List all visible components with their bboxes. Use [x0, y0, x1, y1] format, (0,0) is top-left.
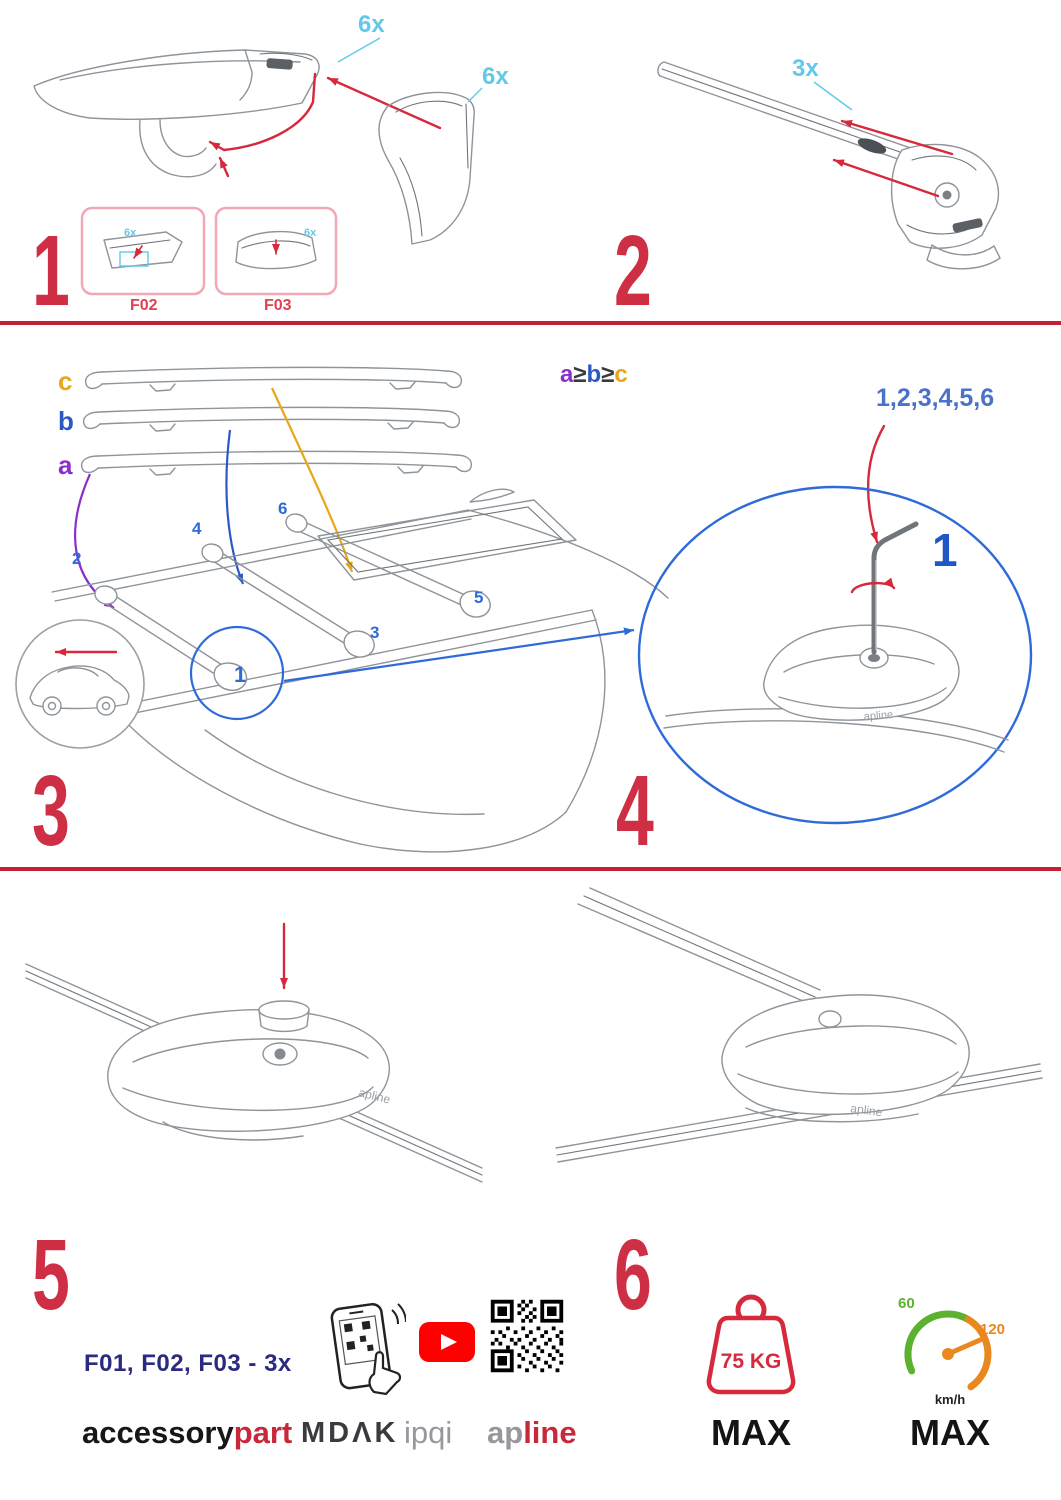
bar-label-c: c [58, 366, 72, 396]
scan-qr-phone-icon [330, 1302, 406, 1396]
mounted-bar-rear [285, 513, 491, 618]
zoom-pointer-arrow [283, 627, 635, 683]
slide-arrow-1 [840, 119, 954, 156]
bar-label-a: a [58, 450, 73, 480]
crossbar-b [82, 406, 461, 432]
step-2-number: 2 [614, 215, 652, 327]
youtube-icon [419, 1322, 475, 1362]
first-position-label: 1 [932, 524, 958, 576]
step-5-number: 5 [32, 1219, 70, 1331]
speed-unit: km/h [935, 1392, 965, 1407]
crossbar [657, 61, 923, 167]
part-box-f03: 6x [214, 206, 338, 296]
position-1: 1 [234, 662, 246, 687]
box1-label: F02 [130, 297, 158, 313]
step-1-number: 1 [32, 215, 70, 327]
max-speed-icon: 60 120 km/h [898, 1295, 1005, 1407]
step1-illustration: 6x 6x 6x F02 6x F03 [33, 11, 509, 313]
tightening-sequence: 1,2,3,4,5,6 [876, 384, 994, 412]
speed-high: 120 [980, 1321, 1005, 1338]
brand-ap-text: ap [487, 1415, 524, 1450]
brand-part-text: part [233, 1415, 293, 1450]
section-divider-2 [0, 867, 1061, 871]
step3-illustration: c b a a≥b≥c [15, 361, 669, 853]
brand-apline: apline [487, 1415, 577, 1451]
brand-ipqi: ipqi [404, 1415, 453, 1450]
clamp-brand-text: apline [850, 1101, 884, 1119]
detail-circle [637, 485, 1033, 825]
position-1-circle [189, 625, 285, 721]
qty-pointer-line [337, 37, 381, 63]
bar-label-b: b [58, 406, 74, 436]
qty-label-cap-top: 6x [358, 11, 385, 38]
position-4: 4 [192, 519, 202, 538]
speed-low: 60 [898, 1295, 915, 1312]
rotate-arrow [850, 577, 896, 594]
car-direction-inset [15, 619, 145, 749]
step-6-number: 6 [614, 1219, 652, 1331]
step-3-number: 3 [32, 755, 70, 867]
brand-accessory-text: accessory [82, 1415, 234, 1450]
qr-code [487, 1296, 567, 1376]
bar-b-position-arrow [225, 429, 245, 585]
position-3: 3 [370, 623, 379, 642]
crossbar-c [84, 366, 463, 392]
speed-max-label: MAX [910, 1412, 990, 1453]
step2-illustration: 3x [657, 55, 1001, 270]
brand-line-text: line [523, 1415, 577, 1450]
foot-clamp: apline [721, 994, 970, 1123]
clamp-brand-text: apline [863, 709, 893, 723]
parts-quantity-note: F01, F02, F03 - 3x [84, 1350, 292, 1377]
bar-c-position-arrow [271, 387, 354, 573]
box2-label: F03 [264, 297, 292, 313]
qty-pointer-line [467, 87, 483, 103]
car-roof-top-view [51, 488, 669, 853]
weight-max-label: MAX [711, 1412, 791, 1453]
sequence-arrow [866, 424, 886, 544]
position-5: 5 [474, 588, 483, 607]
end-cap-part [378, 91, 475, 245]
qty-label-cap-side: 6x [482, 63, 509, 90]
foot-clamp: apline [107, 1000, 392, 1141]
section-divider-1 [0, 321, 1061, 325]
box-qty-label: 6x [124, 227, 137, 239]
brand-mdak: MDΛK [301, 1417, 399, 1449]
foot-clamp [890, 143, 1001, 270]
position-2: 2 [72, 549, 81, 568]
insert-arrow [326, 76, 442, 130]
step-4-number: 4 [616, 755, 654, 867]
crossbar [577, 887, 821, 1005]
max-weight-icon: 75 KG [706, 1294, 796, 1395]
step4-illustration: 1,2,3,4,5,6 apline 1 [637, 384, 1033, 825]
foot-clamp-detail: apline [663, 624, 1009, 753]
qty-pointer-line [813, 81, 853, 111]
mounted-bar-front [94, 585, 248, 691]
box-qty-label: 6x [304, 227, 317, 239]
knob [258, 1000, 310, 1033]
step6-illustration: apline [555, 887, 1043, 1163]
brand-accessorypart: accessorypart [82, 1415, 292, 1451]
weight-value: 75 KG [721, 1350, 782, 1373]
size-rule: a≥b≥c [560, 361, 628, 388]
qty-label: 3x [792, 55, 819, 82]
crossbar-a [80, 450, 473, 476]
step5-illustration: apline [25, 922, 483, 1183]
slide-arrow-2 [832, 158, 940, 198]
bar-end-assembly [33, 49, 320, 178]
mounted-bar-middle [201, 543, 375, 658]
allen-key [871, 521, 919, 655]
position-6: 6 [278, 499, 287, 518]
part-box-f02: 6x [80, 206, 206, 296]
